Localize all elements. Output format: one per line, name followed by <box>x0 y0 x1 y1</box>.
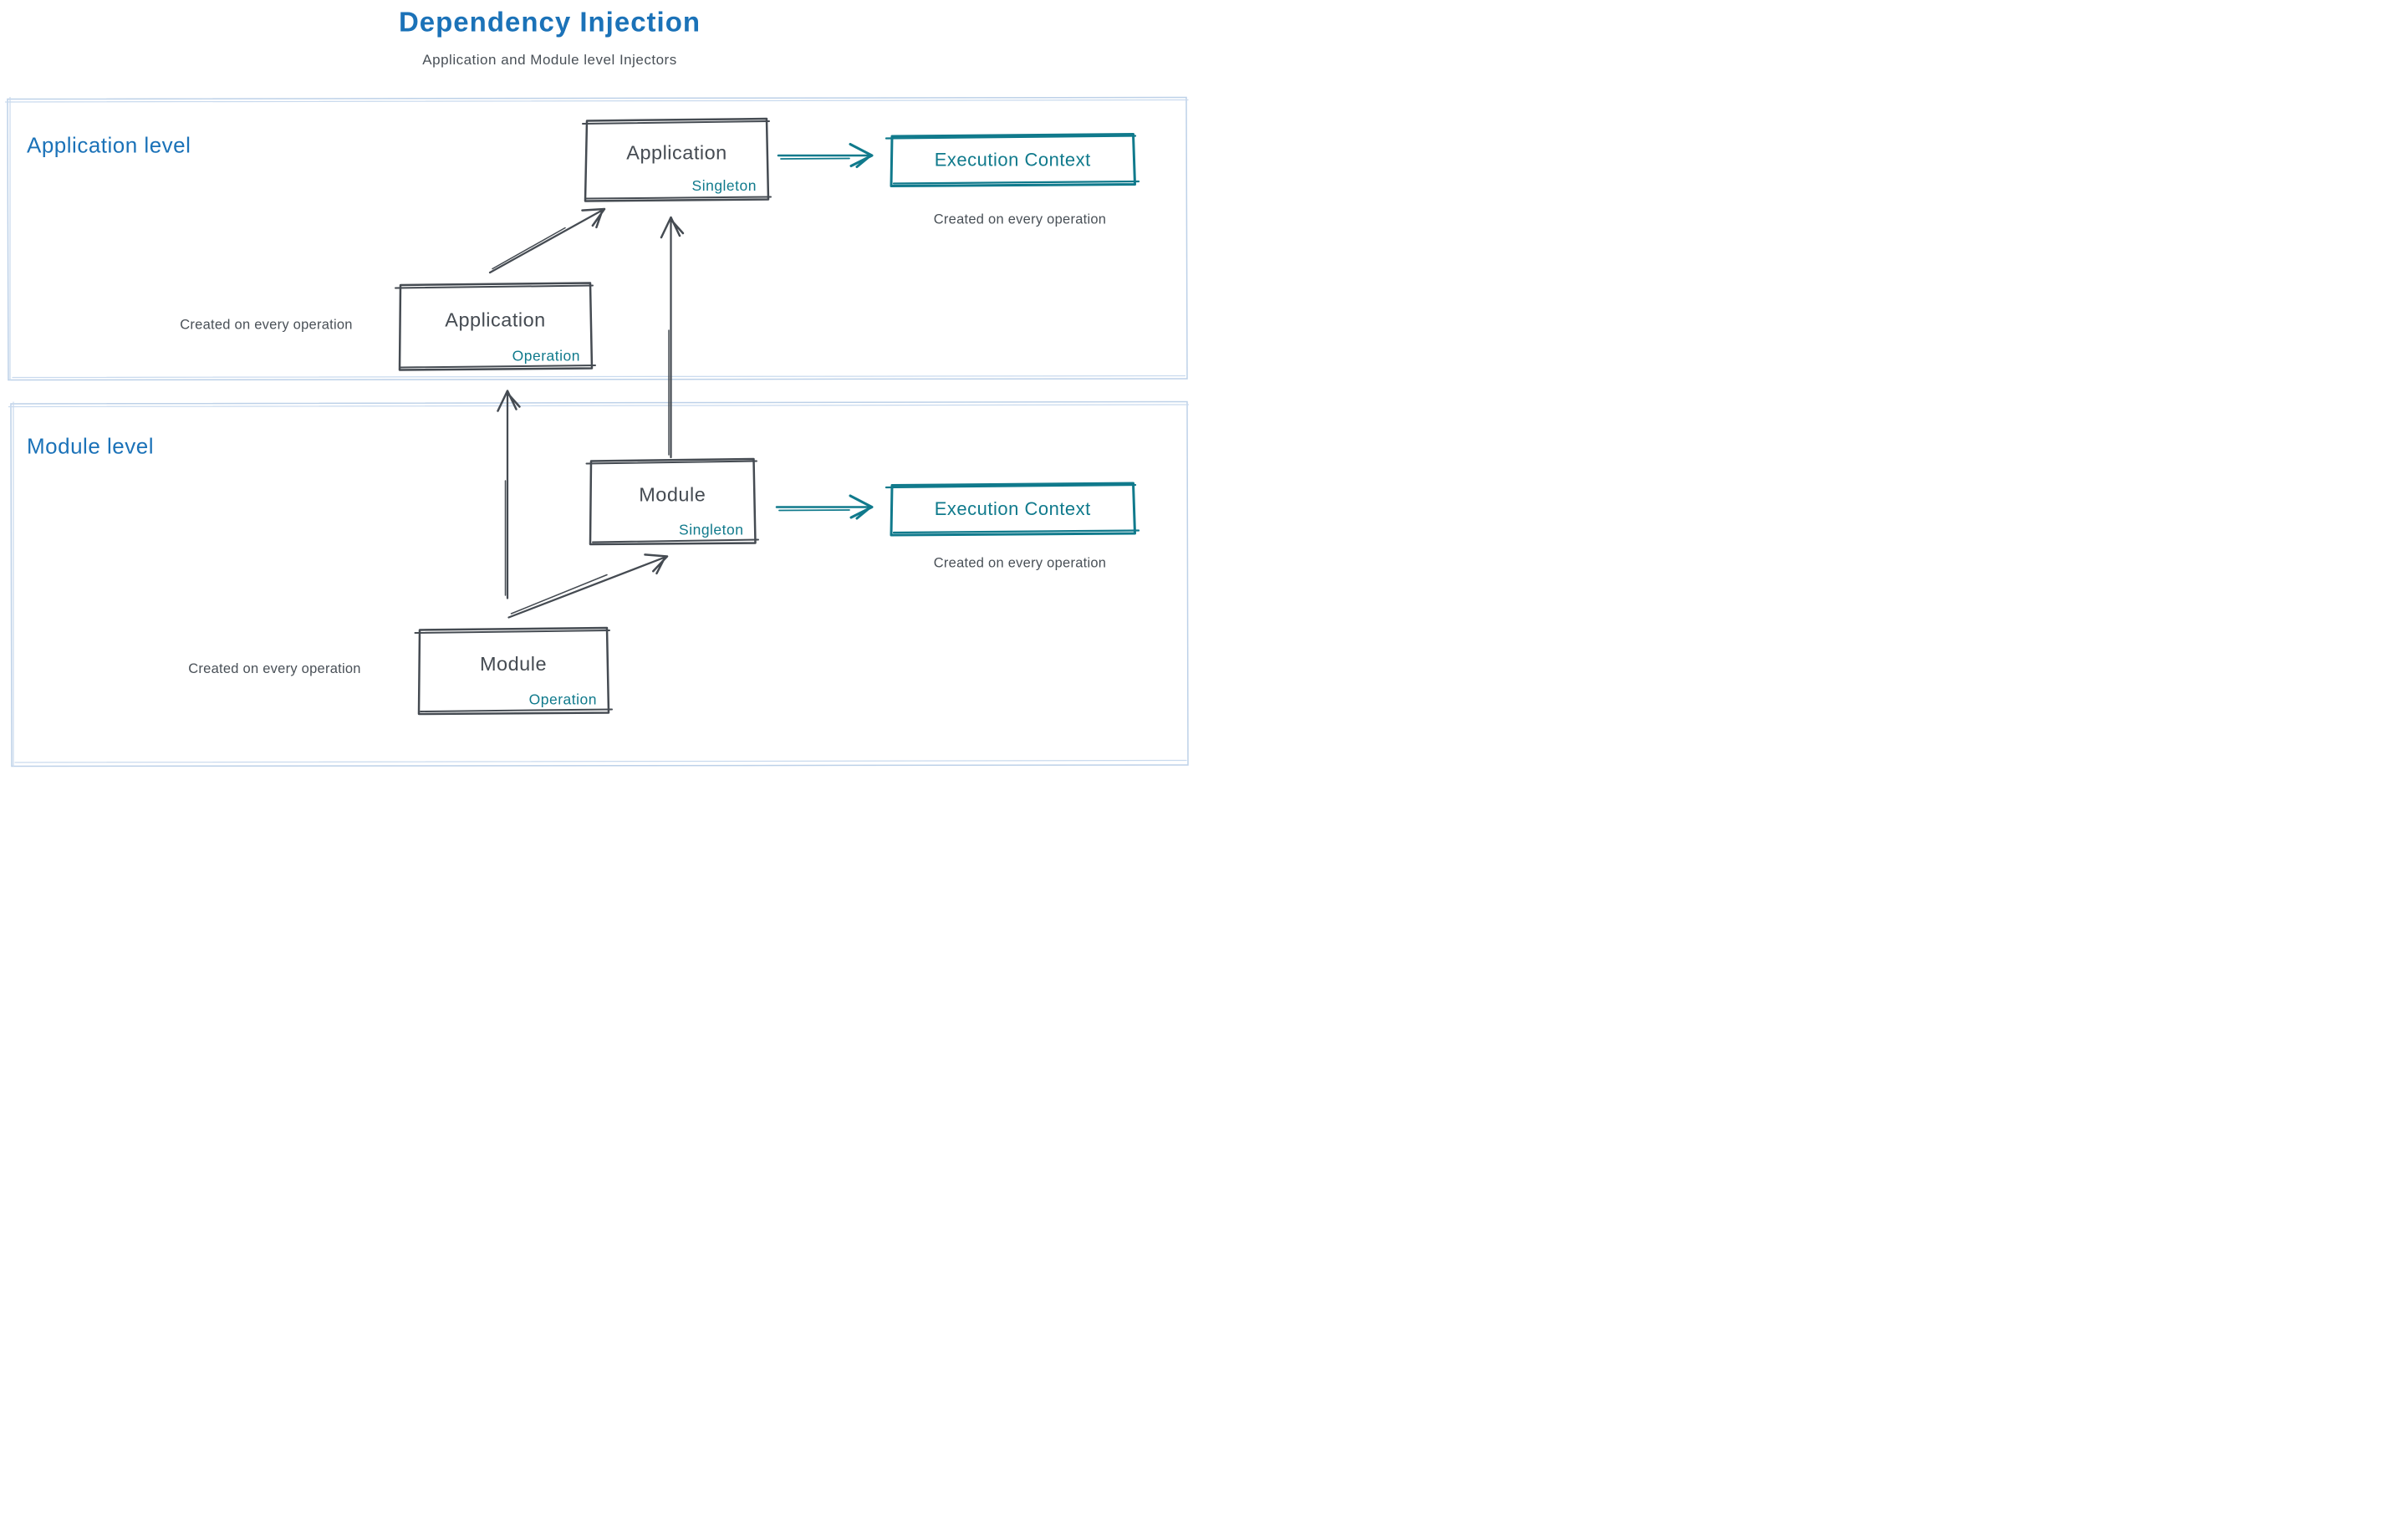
arrow-module-operation-to-app-operation <box>497 390 521 599</box>
diagram-title: Dependency Injection <box>398 6 701 38</box>
node-title: Application <box>626 140 727 164</box>
node-module-singleton: Module Singleton <box>589 459 756 545</box>
diagram-stage: Dependency Injection Application and Mod… <box>0 0 1193 770</box>
arrow-module-singleton-to-app-singleton <box>660 216 685 459</box>
section-label-module-level: Module level <box>27 434 154 459</box>
node-scope-badge: Singleton <box>691 177 757 195</box>
module-singleton-box-outline <box>585 457 759 546</box>
arrow-module-singleton-to-execution-context <box>775 494 874 520</box>
node-execution-context-module: Execution Context <box>890 483 1135 536</box>
node-execution-context-application: Execution Context <box>890 134 1135 186</box>
application-level-section-outline <box>4 96 1189 381</box>
node-application-singleton: Application Singleton <box>585 119 768 201</box>
diagram-canvas: Dependency Injection Application and Mod… <box>0 0 1193 770</box>
node-title: Module <box>479 652 548 676</box>
section-label-application-level: Application level <box>27 133 191 158</box>
node-title: Module <box>639 483 706 506</box>
node-title: Execution Context <box>934 149 1091 171</box>
node-module-operation: Module Operation <box>418 628 609 715</box>
node-title: Execution Context <box>934 498 1091 519</box>
execution-context-application-box-outline <box>885 133 1140 187</box>
module-level-section-outline <box>8 400 1190 767</box>
node-scope-badge: Operation <box>528 691 597 708</box>
node-title: Application <box>445 308 546 331</box>
execution-context-module-box-outline <box>885 482 1140 537</box>
arrow-app-singleton-to-execution-context <box>777 143 874 168</box>
node-scope-badge: Operation <box>512 348 580 365</box>
caption-execution-context-module: Created on every operation <box>933 554 1107 571</box>
application-operation-box-outline <box>395 282 596 371</box>
caption-module-operation: Created on every operation <box>188 660 361 676</box>
caption-execution-context-application: Created on every operation <box>933 211 1107 227</box>
diagram-artwork <box>4 96 1190 767</box>
arrow-module-operation-to-module-singleton <box>507 553 669 619</box>
node-scope-badge: Singleton <box>679 522 744 538</box>
caption-application-operation: Created on every operation <box>180 316 353 333</box>
diagram-subtitle: Application and Module level Injectors <box>422 52 677 68</box>
node-application-operation: Application Operation <box>399 283 592 370</box>
application-singleton-box-outline <box>582 117 772 202</box>
arrow-app-operation-to-app-singleton <box>488 207 606 274</box>
module-operation-box-outline <box>414 626 613 716</box>
